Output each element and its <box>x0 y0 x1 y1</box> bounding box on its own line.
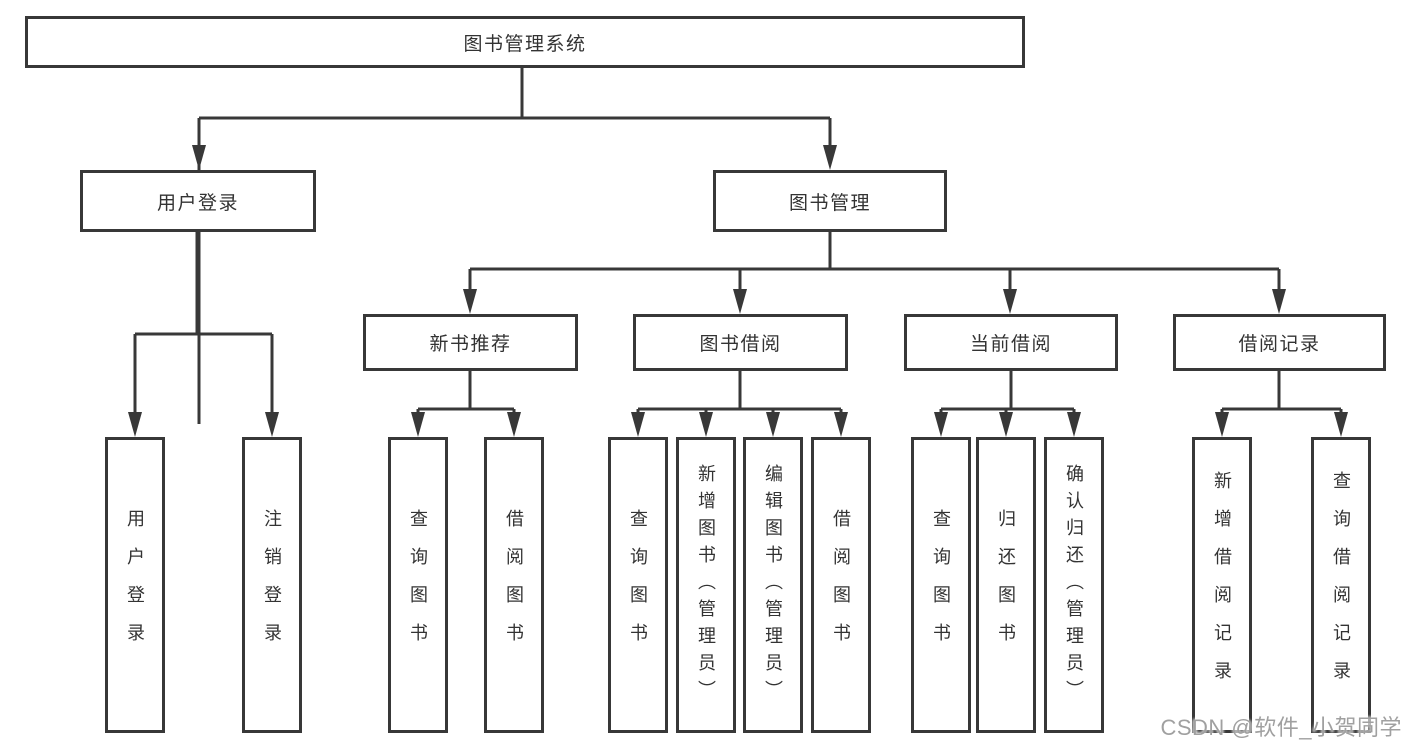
node-confirm-return-admin: 确认归还（管理员） <box>1044 437 1104 733</box>
node-query-books-recommend: 查询图书 <box>388 437 448 733</box>
connector-book-management-branch <box>468 232 1281 304</box>
node-label: 借阅图书 <box>504 509 524 661</box>
arrowheads <box>128 145 1348 437</box>
node-return-books: 归还图书 <box>976 437 1036 733</box>
arrow-down-icon <box>1215 412 1229 437</box>
node-query-borrow-record: 查询借阅记录 <box>1311 437 1371 733</box>
node-label: 查询借阅记录 <box>1331 471 1351 699</box>
arrow-down-icon <box>1067 412 1081 437</box>
arrow-down-icon <box>411 412 425 437</box>
node-borrowing-records: 借阅记录 <box>1173 314 1386 371</box>
arrow-down-icon <box>128 412 142 437</box>
node-label: 查询图书 <box>931 509 951 661</box>
connector-book-borrowing <box>636 371 843 424</box>
arrow-down-icon <box>834 412 848 437</box>
connector-new-book-recommendation <box>416 371 516 424</box>
connector-user-login-branch <box>133 232 274 424</box>
arrow-down-icon <box>631 412 645 437</box>
node-query-books-current: 查询图书 <box>911 437 971 733</box>
node-library-management-system: 图书管理系统 <box>25 16 1025 68</box>
arrow-down-icon <box>192 145 206 170</box>
node-label: 图书管理 <box>788 192 871 214</box>
node-book-management-branch: 图书管理 <box>713 170 947 232</box>
node-book-borrowing: 图书借阅 <box>633 314 848 371</box>
node-label: 借阅记录 <box>1238 334 1321 355</box>
node-borrow-books-recommend: 借阅图书 <box>484 437 544 733</box>
node-label: 当前借阅 <box>969 334 1052 355</box>
node-edit-books-admin: 编辑图书（管理员） <box>743 437 803 733</box>
node-user-login: 用户登录 <box>105 437 165 733</box>
arrow-down-icon <box>1334 412 1348 437</box>
node-new-book-recommendation: 新书推荐 <box>363 314 578 371</box>
node-add-books-admin: 新增图书（管理员） <box>676 437 736 733</box>
node-label: 图书管理系统 <box>463 33 587 55</box>
arrow-down-icon <box>699 412 713 437</box>
node-query-books-borrowing: 查询图书 <box>608 437 668 733</box>
node-label: 借阅图书 <box>831 509 851 661</box>
arrow-down-icon <box>463 289 477 314</box>
node-label: 用户登录 <box>156 192 239 214</box>
node-current-borrowing: 当前借阅 <box>904 314 1118 371</box>
connector-paths <box>133 68 1343 424</box>
node-label: 确认归还（管理员） <box>1064 463 1084 707</box>
node-label: 编辑图书（管理员） <box>763 463 783 707</box>
arrow-down-icon <box>934 412 948 437</box>
node-label: 注销登录 <box>262 509 282 661</box>
arrow-down-icon <box>733 289 747 314</box>
node-borrow-books: 借阅图书 <box>811 437 871 733</box>
node-label: 查询图书 <box>628 509 648 661</box>
node-add-borrow-record: 新增借阅记录 <box>1192 437 1252 733</box>
arrow-down-icon <box>507 412 521 437</box>
arrow-down-icon <box>1272 289 1286 314</box>
node-user-login-branch: 用户登录 <box>80 170 316 232</box>
node-label: 新书推荐 <box>429 334 512 355</box>
arrow-down-icon <box>999 412 1013 437</box>
arrow-down-icon <box>265 412 279 437</box>
csdn-watermark: CSDN @软件_小贺同学 <box>1160 715 1402 740</box>
connector-root-to-level2 <box>197 68 832 424</box>
arrow-down-icon <box>823 145 837 170</box>
node-label: 归还图书 <box>996 509 1016 661</box>
node-label: 图书借阅 <box>699 334 782 355</box>
node-logout-login: 注销登录 <box>242 437 302 733</box>
node-label: 新增借阅记录 <box>1212 471 1232 699</box>
arrow-down-icon <box>1003 289 1017 314</box>
node-label: 查询图书 <box>408 509 428 661</box>
arrow-down-icon <box>766 412 780 437</box>
connector-borrowing-records <box>1220 371 1343 424</box>
node-label: 用户登录 <box>125 509 145 661</box>
node-label: 新增图书（管理员） <box>696 463 716 707</box>
